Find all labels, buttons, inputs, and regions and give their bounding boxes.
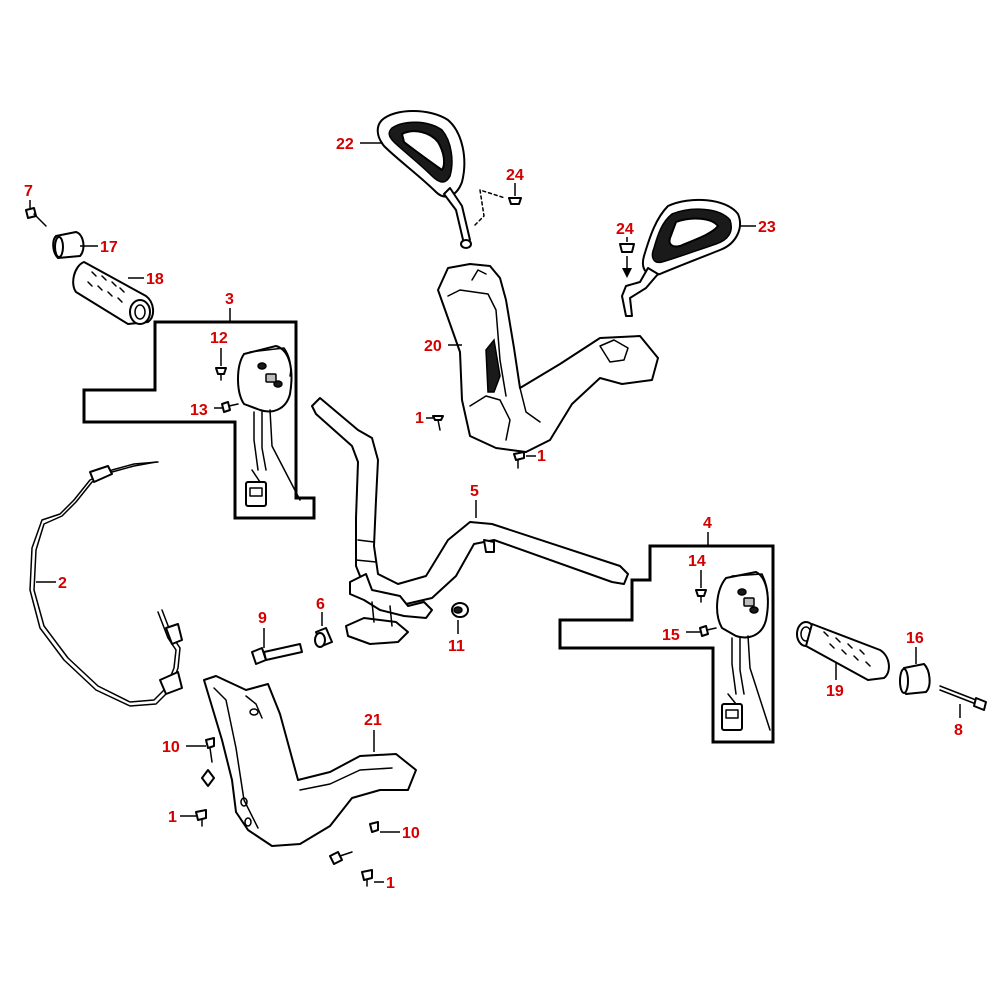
screw-10-left[interactable] bbox=[201, 737, 215, 787]
right-mirror[interactable] bbox=[621, 198, 741, 317]
screw-1-rear-b[interactable] bbox=[361, 869, 373, 887]
callout-8: 8 bbox=[954, 722, 963, 739]
callout-21: 21 bbox=[364, 712, 382, 729]
callout-17: 17 bbox=[100, 239, 118, 256]
callout-5: 5 bbox=[470, 483, 479, 500]
screw-13[interactable] bbox=[221, 401, 239, 413]
washer-left[interactable] bbox=[508, 197, 522, 205]
collar-11[interactable] bbox=[451, 602, 469, 618]
group-box-4 bbox=[558, 544, 775, 744]
bolt-7-left[interactable] bbox=[25, 207, 47, 227]
callout-20: 20 bbox=[424, 338, 442, 355]
bar-end-weight-17[interactable] bbox=[52, 231, 85, 259]
callout-2: 2 bbox=[58, 575, 67, 592]
bolt-9[interactable] bbox=[251, 643, 303, 665]
callout-4: 4 bbox=[703, 515, 712, 532]
callout-12: 12 bbox=[210, 330, 228, 347]
bar-end-weight-16[interactable] bbox=[899, 663, 931, 695]
callout-1-cover-a: 1 bbox=[415, 410, 424, 427]
screw-10-right[interactable] bbox=[329, 821, 379, 865]
screw-1-cover-b[interactable] bbox=[513, 451, 525, 469]
callout-24-right: 24 bbox=[616, 221, 634, 238]
callout-1-rear-a: 1 bbox=[168, 809, 177, 826]
callout-16: 16 bbox=[906, 630, 924, 647]
callout-22: 22 bbox=[336, 136, 354, 153]
callout-1-rear-b: 1 bbox=[386, 875, 395, 892]
callout-23: 23 bbox=[758, 219, 776, 236]
right-grip-19[interactable] bbox=[796, 621, 890, 681]
callout-11: 11 bbox=[448, 638, 465, 655]
screw-14[interactable] bbox=[695, 589, 707, 603]
throttle-cable-2[interactable] bbox=[29, 461, 183, 707]
left-grip-18[interactable] bbox=[72, 261, 154, 325]
spacer-6[interactable] bbox=[314, 627, 333, 648]
callout-10-right: 10 bbox=[402, 825, 420, 842]
left-switch-assembly[interactable] bbox=[237, 345, 301, 507]
callout-18: 18 bbox=[146, 271, 164, 288]
screw-15[interactable] bbox=[699, 625, 717, 637]
callout-13: 13 bbox=[190, 402, 208, 419]
callout-1-cover-b: 1 bbox=[537, 448, 546, 465]
callout-24-left: 24 bbox=[506, 167, 524, 184]
left-mirror[interactable] bbox=[376, 110, 472, 249]
screw-12[interactable] bbox=[215, 367, 227, 381]
callout-10-left: 10 bbox=[162, 739, 180, 756]
rear-handlebar-cover[interactable] bbox=[203, 675, 417, 847]
callout-9: 9 bbox=[258, 610, 267, 627]
callout-19: 19 bbox=[826, 683, 844, 700]
bolt-8-right[interactable] bbox=[939, 685, 987, 711]
callout-3: 3 bbox=[225, 291, 234, 308]
callout-6: 6 bbox=[316, 596, 325, 613]
callout-7: 7 bbox=[24, 183, 33, 200]
handlebar-5[interactable] bbox=[311, 397, 629, 645]
callout-14: 14 bbox=[688, 553, 706, 570]
right-switch-assembly[interactable] bbox=[716, 571, 771, 731]
group-box-3 bbox=[82, 320, 316, 520]
washer-right[interactable] bbox=[619, 243, 635, 253]
screw-1-rear-a[interactable] bbox=[195, 809, 207, 827]
screw-1-cover-a[interactable] bbox=[432, 415, 444, 431]
front-handlebar-cover[interactable] bbox=[437, 263, 659, 453]
callout-15: 15 bbox=[662, 627, 680, 644]
